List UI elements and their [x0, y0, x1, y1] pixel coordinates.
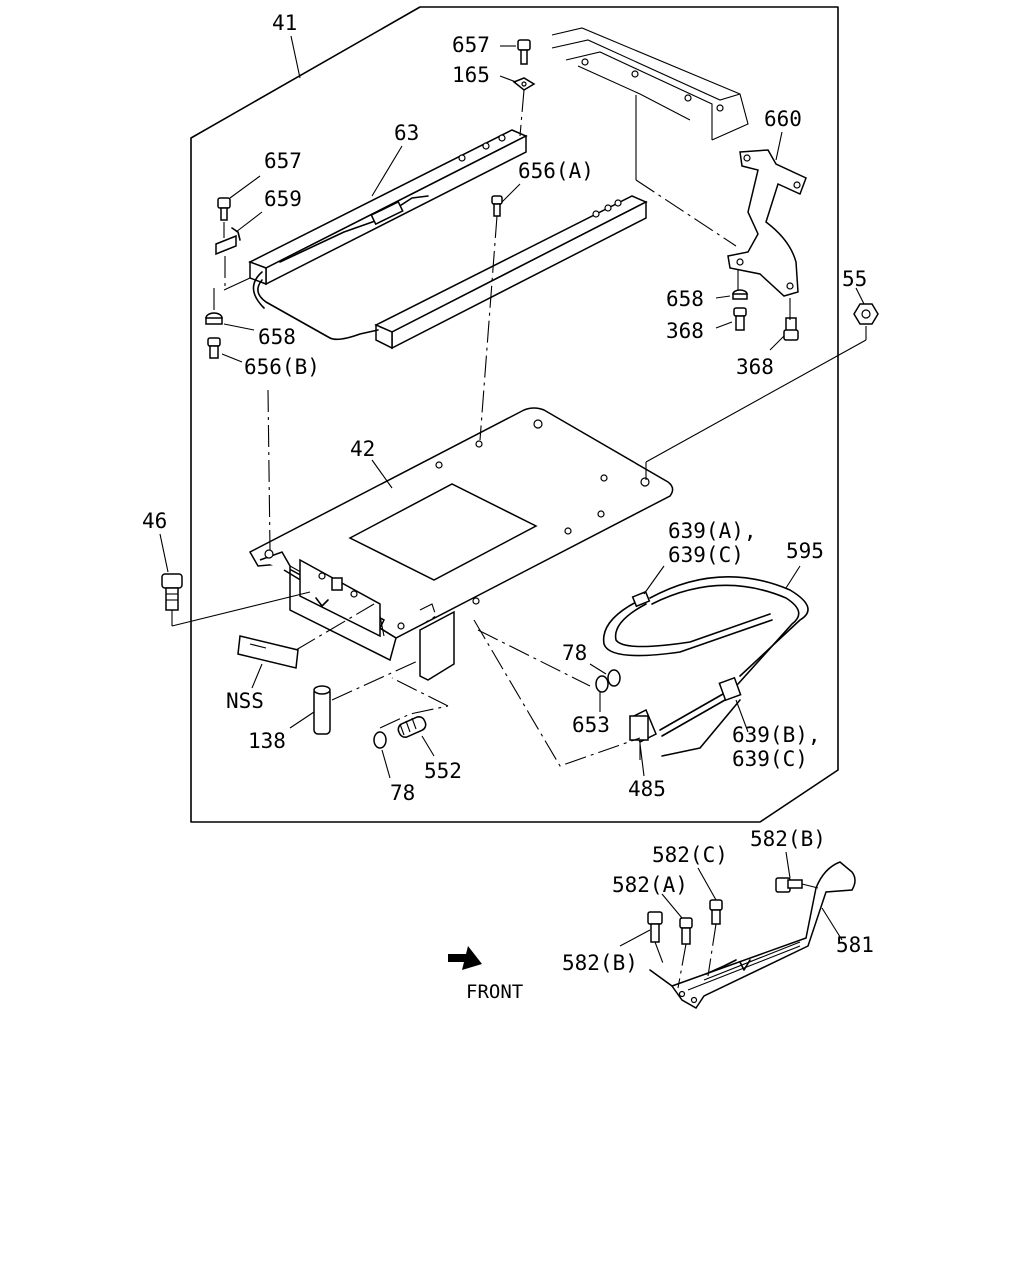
label-front: FRONT — [466, 981, 523, 1003]
bolt-582b-top — [775, 877, 803, 893]
label-485: 485 — [628, 777, 666, 801]
connector-485 — [629, 715, 649, 741]
label-46: 46 — [142, 509, 167, 533]
label-78-lower: 78 — [390, 781, 415, 805]
leader-lines — [159, 35, 865, 947]
assembly-boundary — [190, 6, 839, 823]
spring-552 — [397, 716, 427, 738]
label-368-left: 368 — [666, 319, 704, 343]
base-plate-42 — [248, 407, 674, 681]
label-581: 581 — [836, 933, 874, 957]
washer-165 — [512, 77, 536, 91]
nut-55 — [853, 303, 879, 325]
label-165: 165 — [452, 63, 490, 87]
bolt-582a — [679, 917, 693, 945]
label-42: 42 — [350, 437, 375, 461]
ring-653 — [595, 675, 609, 693]
label-658-right: 658 — [666, 287, 704, 311]
label-657-left: 657 — [264, 149, 302, 173]
bolt-656a — [491, 195, 503, 217]
pin-138 — [313, 685, 331, 735]
bolt-368-left — [733, 307, 747, 331]
label-368-right: 368 — [736, 355, 774, 379]
label-639ac-line2: 639(C) — [668, 543, 744, 567]
label-656a: 656(A) — [518, 159, 594, 183]
label-582b-top: 582(B) — [750, 827, 826, 851]
bracket-659 — [215, 227, 241, 256]
label-658-left: 658 — [258, 325, 296, 349]
cab-frame — [551, 27, 749, 180]
label-595: 595 — [786, 539, 824, 563]
label-138: 138 — [248, 729, 286, 753]
label-582b-bottom: 582(B) — [562, 951, 638, 975]
bolt-656b — [207, 337, 221, 359]
label-nss: NSS — [226, 689, 264, 713]
label-639bc-line2: 639(C) — [732, 747, 808, 771]
bolt-582b-bottom — [647, 911, 663, 943]
mounting-bracket-581 — [649, 861, 856, 1009]
label-659: 659 — [264, 187, 302, 211]
bracket-660 — [727, 149, 807, 297]
label-657-top: 657 — [452, 33, 490, 57]
label-78-upper: 78 — [562, 641, 587, 665]
label-660: 660 — [764, 107, 802, 131]
bolt-368-right — [783, 317, 799, 341]
bolt-46 — [161, 573, 183, 611]
label-656b: 656(B) — [244, 355, 320, 379]
bolt-582c — [709, 899, 723, 925]
ring-78-upper — [607, 669, 621, 687]
front-arrow-icon — [448, 946, 482, 970]
label-639ac-line1: 639(A), — [668, 519, 757, 543]
nut-658-left — [205, 312, 223, 325]
seat-rail-63 — [248, 129, 648, 350]
label-552: 552 — [424, 759, 462, 783]
nut-658-right — [732, 289, 748, 300]
label-55: 55 — [842, 267, 867, 291]
label-41: 41 — [272, 11, 297, 35]
nss-label-plate — [237, 635, 299, 669]
ring-78-lower — [373, 731, 387, 749]
label-582c: 582(C) — [652, 843, 728, 867]
bolt-657-top — [517, 39, 531, 65]
label-653: 653 — [572, 713, 610, 737]
label-63: 63 — [394, 121, 419, 145]
label-582a: 582(A) — [612, 873, 688, 897]
bolt-657-left — [217, 197, 231, 221]
label-639bc-line1: 639(B), — [732, 723, 821, 747]
